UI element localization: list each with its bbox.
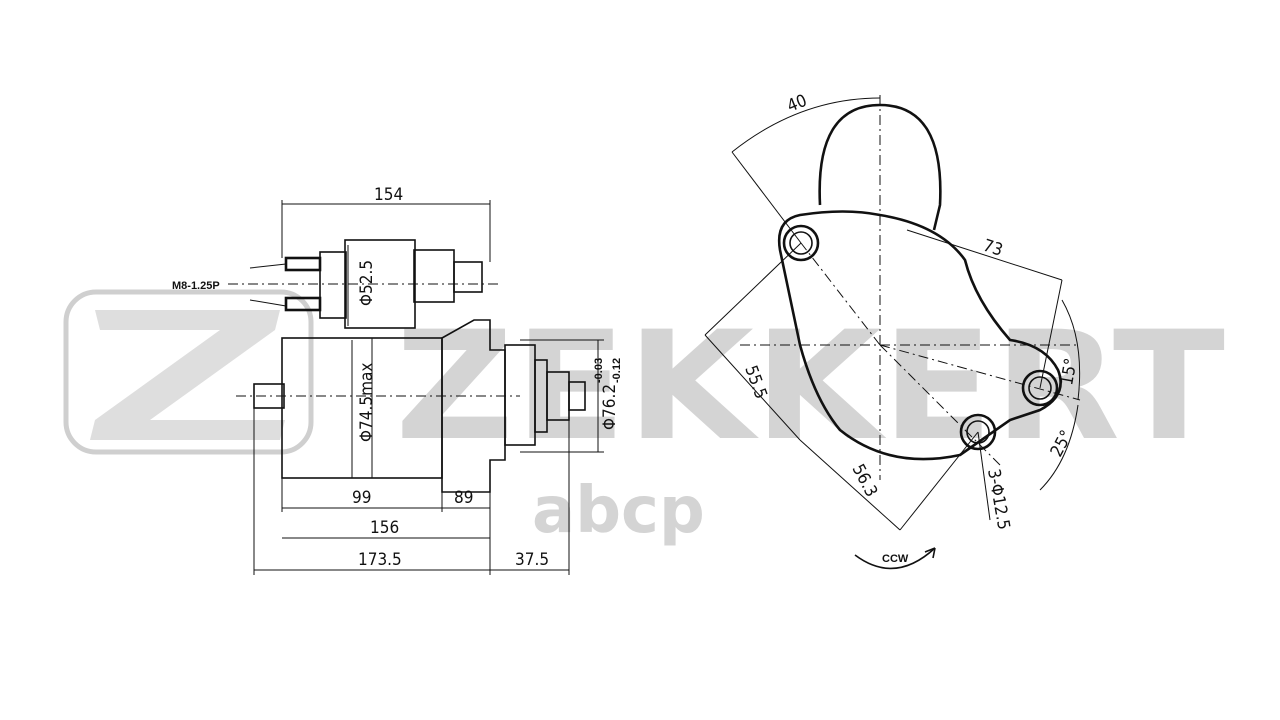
- ccw-arrowhead: [924, 547, 936, 559]
- thread-label: M8-1.25P: [172, 280, 220, 292]
- dim-arc-40: [731, 97, 881, 153]
- watermark-brand-text: ZEKKERT: [395, 300, 1225, 474]
- ccw-label: CCW: [882, 553, 909, 565]
- ext-55-5: [704, 334, 801, 441]
- dim-76-2: Φ76.2: [600, 384, 620, 430]
- dim-52-5: Φ52.5: [357, 260, 377, 306]
- dim-156: 156: [370, 518, 399, 538]
- dim-arc-15: [1061, 299, 1081, 401]
- ext-40: [731, 151, 802, 244]
- ext-56-3: [899, 431, 979, 531]
- bolt-hole-1-inner: [789, 231, 813, 255]
- dim-arc-25: [1039, 404, 1079, 491]
- leader-holes: [977, 431, 991, 521]
- brand-watermark: ZEKKERT abcp: [63, 289, 1225, 548]
- dim-89: 89: [454, 488, 473, 508]
- dim-40: 40: [784, 91, 810, 117]
- motor-hump: [818, 103, 942, 231]
- dim-15deg: 15°: [1057, 357, 1081, 387]
- dim-76-2-tol-upper: -0.03: [593, 358, 605, 383]
- radial-line-2: [879, 344, 1081, 401]
- solenoid-rear: [413, 249, 455, 303]
- watermark-logo-z: [90, 310, 285, 440]
- pinion-tip: [568, 381, 586, 411]
- bolt-hole-2: [1021, 369, 1059, 407]
- dim-line-55-5: [704, 242, 802, 336]
- bolt-hole-1: [782, 224, 820, 262]
- dim-line-56-3: [799, 439, 901, 531]
- bolt-hole-2-inner: [1028, 376, 1052, 400]
- dim-line-73: [906, 229, 1063, 281]
- dim-37-5: 37.5: [515, 550, 549, 570]
- watermark-logo-frame: [63, 289, 314, 455]
- dim-76-2-tol-lower: -0.12: [611, 358, 623, 383]
- front-view: 40 73 55.5 56.3 15° 25° 3-Φ12.5 CCW: [704, 91, 1082, 570]
- thread-leader: [249, 263, 287, 307]
- radial-line-1: [800, 242, 881, 346]
- solenoid-cap: [319, 251, 347, 319]
- terminal-lower: [284, 296, 322, 312]
- terminal-upper: [284, 256, 322, 272]
- dim-154: 154: [374, 185, 403, 205]
- watermark-sub-text: abcp: [532, 474, 705, 548]
- flange-outline: [777, 210, 1062, 461]
- solenoid-end: [453, 261, 483, 293]
- side-view: 154 M8-1.25P Φ52.5 Φ74.5max Φ76.2 -0.03 …: [172, 185, 623, 575]
- dim-73: 73: [980, 236, 1005, 261]
- dim-99: 99: [352, 488, 371, 508]
- ccw-arrow: [854, 547, 936, 570]
- dim-74-5: Φ74.5max: [357, 363, 377, 442]
- bolt-hole-3: [959, 413, 997, 451]
- dim-173-5: 173.5: [358, 550, 402, 570]
- ext-73: [1039, 279, 1063, 389]
